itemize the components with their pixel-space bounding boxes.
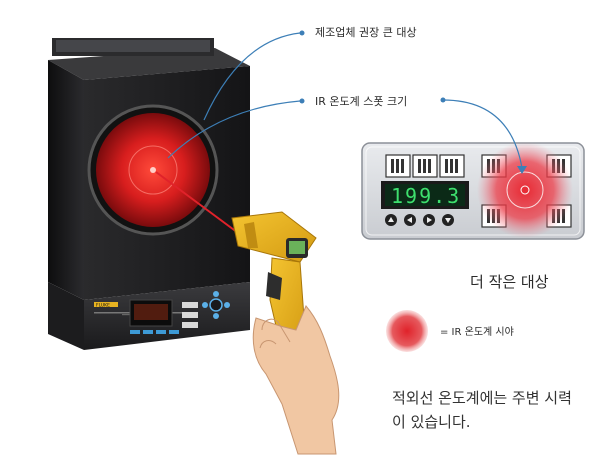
leader-dot — [299, 30, 305, 36]
display-panel: 199.3 — [361, 142, 585, 240]
gun-trigger — [266, 272, 282, 300]
side-button-2 — [182, 312, 198, 318]
vent-box-left-3 — [439, 154, 465, 178]
legend-fov-swatch — [386, 310, 428, 352]
caption: 적외선 온도계에는 주변 시력이 있습니다. — [392, 389, 572, 431]
blue-key-4 — [169, 330, 179, 334]
label-ir-spot-size: IR 온도계 스폿 크기 — [315, 95, 408, 108]
blue-key-2 — [143, 330, 153, 334]
lcd-screen — [385, 184, 465, 206]
smaller-target-ring — [506, 171, 544, 209]
leader-field-of-view — [442, 99, 523, 169]
brand-label: FLUKE — [96, 303, 110, 309]
brand-badge — [94, 302, 118, 307]
triangle-right-icon — [427, 217, 432, 223]
leader-recommended-size — [203, 32, 301, 121]
spot-ring — [128, 145, 178, 195]
hand-finger-line-2 — [259, 340, 277, 349]
lcd-readout: 199.3 — [391, 184, 461, 208]
dpad-left — [202, 302, 208, 308]
blue-key-1 — [130, 330, 140, 334]
side-panel — [48, 60, 84, 300]
leader-dot — [299, 98, 305, 104]
gun-nose — [244, 222, 258, 248]
dpad-center — [209, 298, 223, 312]
handle-grille — [56, 40, 210, 52]
label-recommended-size: 제조업체 권장 큰 대상 — [315, 26, 417, 39]
hand — [252, 305, 340, 455]
base-side — [48, 282, 84, 350]
dpad-right — [224, 302, 230, 308]
hand-finger-line — [261, 318, 291, 343]
spot-center — [150, 167, 156, 173]
label-legend-fov: = IR 온도계 시야 — [440, 327, 514, 338]
vent-box-left-2 — [412, 154, 438, 178]
leader-dot — [440, 97, 446, 103]
display-glow — [134, 304, 168, 320]
ir-field-of-view-spot — [477, 142, 573, 238]
label-smaller-target: 더 작은 대상 — [470, 273, 549, 291]
leader-spot-size — [167, 100, 301, 159]
vent-box-left-1 — [385, 154, 411, 178]
side-button-3 — [182, 322, 198, 328]
triangle-left-icon — [407, 217, 412, 223]
callout-leaders — [167, 30, 527, 174]
dpad-up — [213, 291, 219, 297]
panel-inner-frame — [365, 146, 581, 236]
gun-screen — [289, 241, 305, 254]
blackbody-calibrator: FLUKE — [48, 38, 250, 350]
arrow-down-icon — [517, 166, 527, 174]
dpad-down — [213, 313, 219, 319]
triangle-down-icon — [445, 218, 451, 223]
side-button-1 — [182, 302, 198, 308]
smaller-target-center — [520, 185, 530, 195]
triangle-up-icon — [388, 217, 394, 222]
blue-key-3 — [156, 330, 166, 334]
